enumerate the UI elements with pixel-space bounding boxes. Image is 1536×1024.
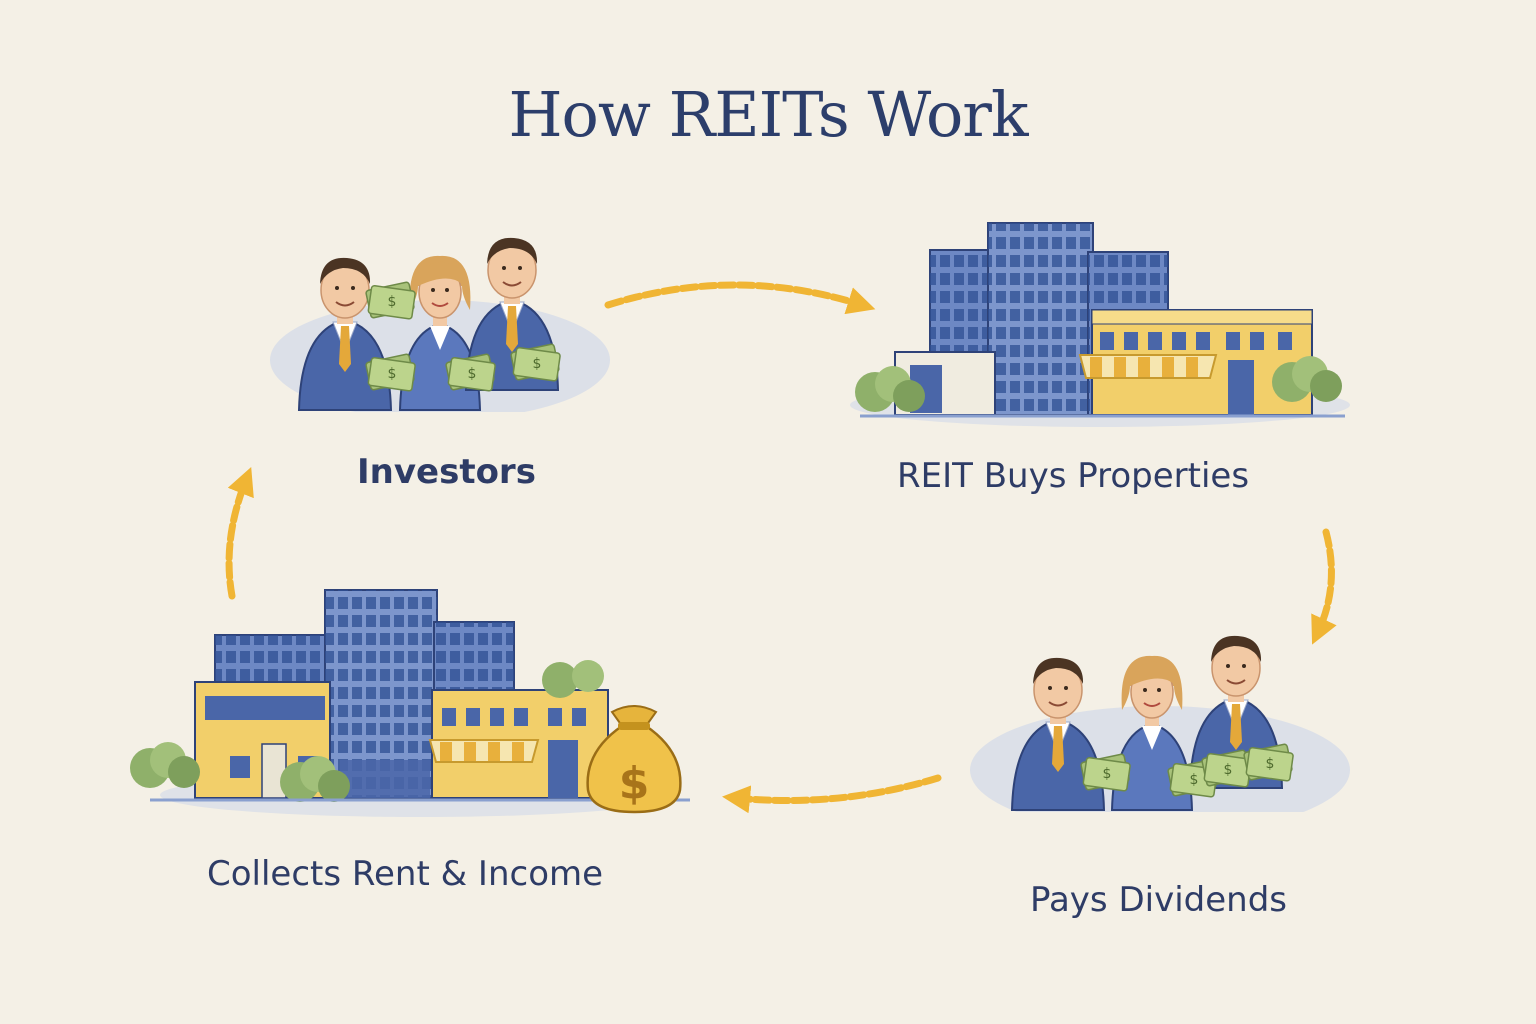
money-bag-icon: $ [586, 705, 682, 814]
arrow-dividends-to-collects [722, 774, 942, 814]
arrow-buys-to-dividends [1311, 528, 1337, 645]
step-label-pays-dividends: Pays Dividends [1030, 880, 1287, 920]
page-title: How REITs Work [508, 78, 1028, 151]
investors-with-cash-icon [270, 236, 610, 420]
cycle-arrows [225, 281, 1337, 814]
buildings-with-money-bag-icon [130, 589, 690, 817]
step-label-collects-rent: Collects Rent & Income [207, 854, 604, 894]
property-buildings-icon [850, 222, 1350, 427]
step-label-investors: Investors [357, 452, 536, 492]
money-bag-dollar-sign: $ [619, 758, 650, 809]
step-label-buys-properties: REIT Buys Properties [897, 456, 1250, 496]
investors-with-cash-icon [970, 634, 1350, 842]
arrow-collects-to-investors [225, 467, 254, 600]
arrow-investors-to-buys [604, 281, 876, 315]
